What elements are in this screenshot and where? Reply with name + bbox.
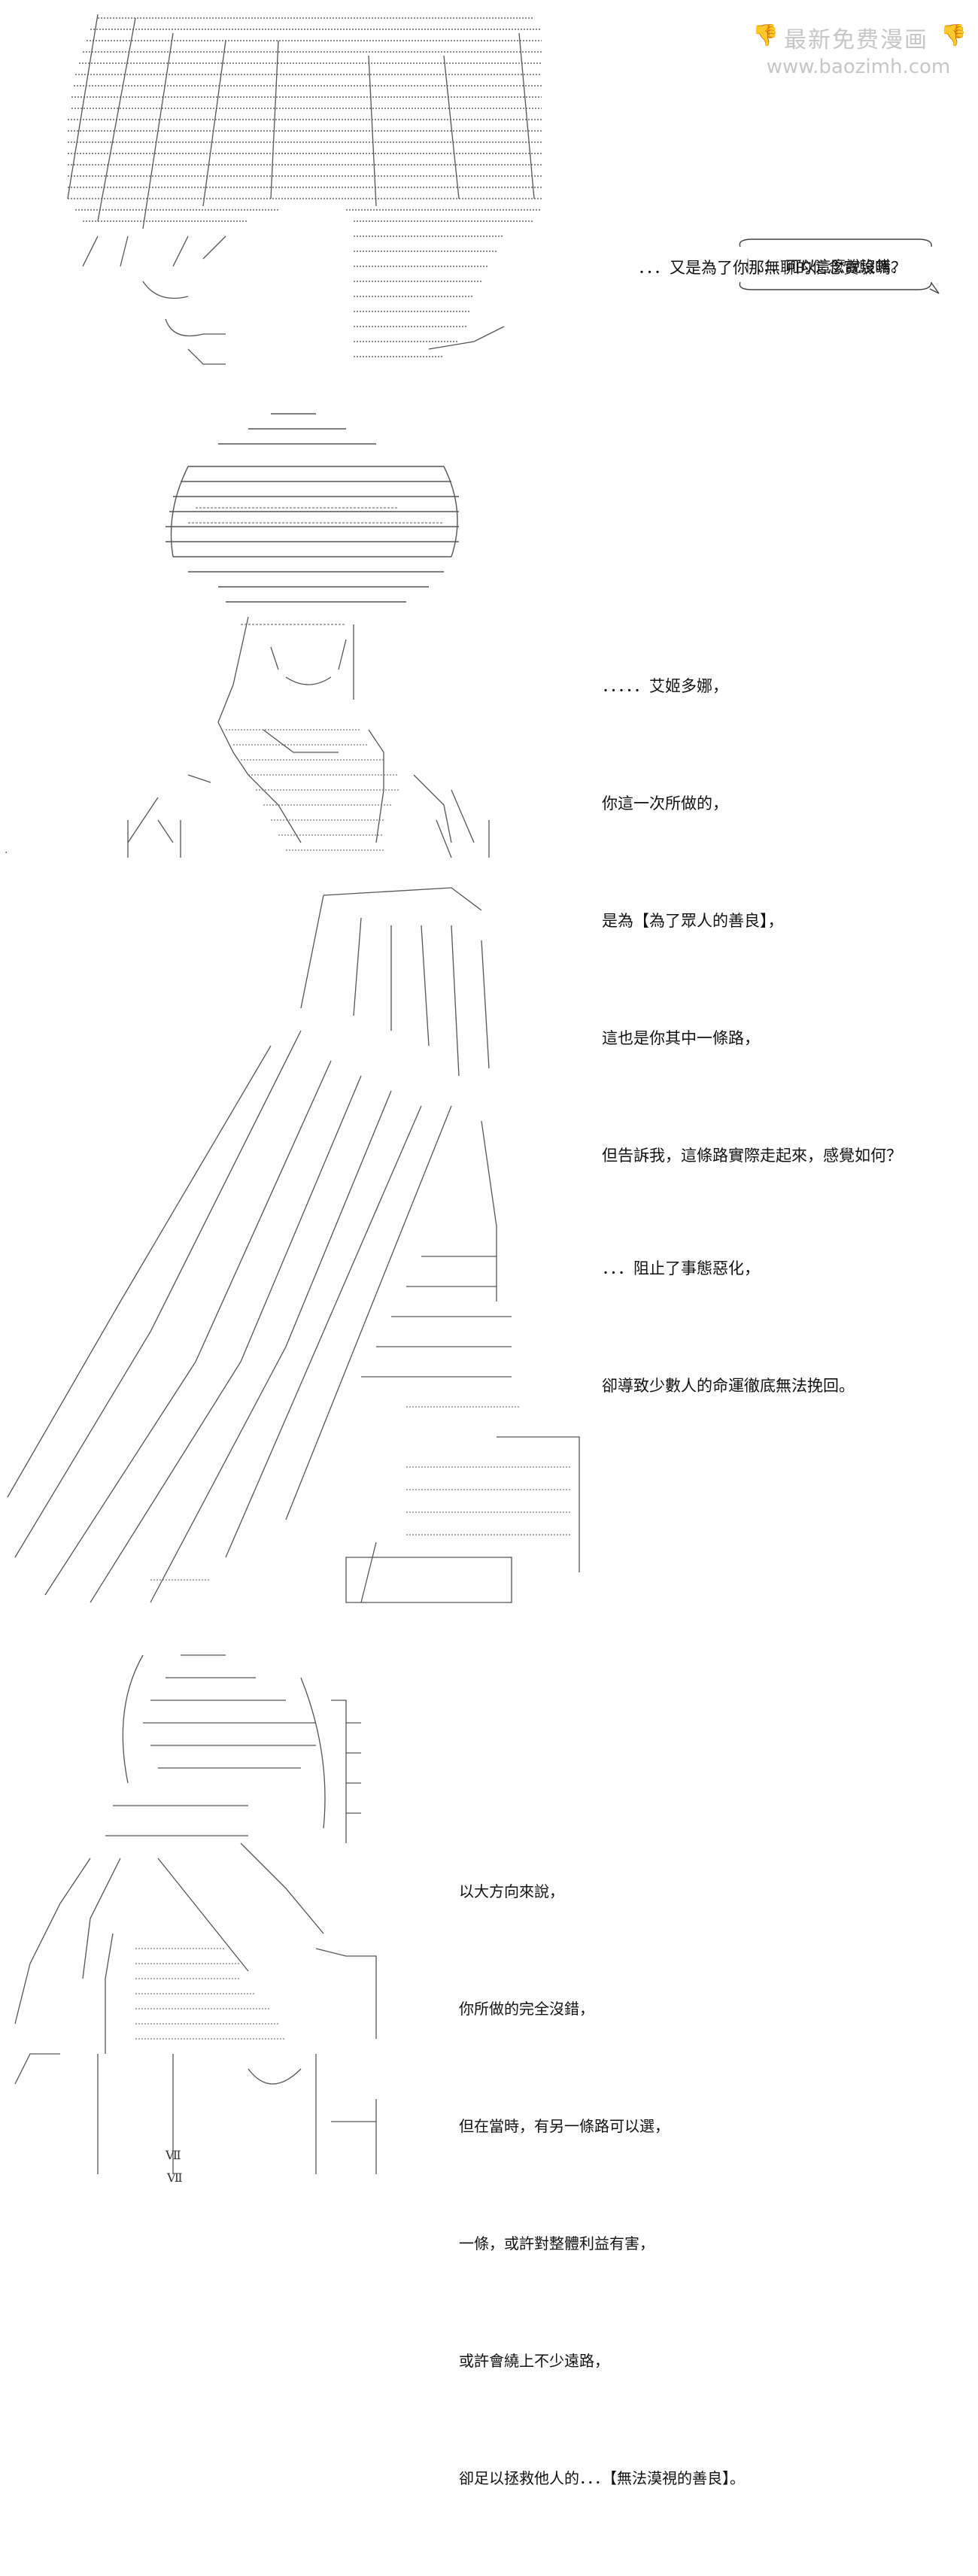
- ascii-art-character-3: [0, 880, 587, 1610]
- dialogue-line: ．．．阻止了事態惡化，: [602, 1259, 760, 1277]
- dialogue-line: 或許會繞上不少遠路，: [459, 2352, 609, 2370]
- watermark-url: www.baozimh.com: [766, 56, 951, 78]
- dialogue-line: ．．．．．艾姬多娜，: [602, 677, 728, 695]
- thumbs-down-icon: 👎: [752, 23, 779, 47]
- dialogue-line: 是為【為了眾人的善良】，: [602, 912, 784, 930]
- thumbs-down-icon: 👎: [940, 23, 967, 47]
- ascii-art-character-2: [98, 399, 594, 865]
- dialogue-block: ．．．阻止了事態惡化， 卻導致少數人的命運徹底無法挽回。: [602, 1171, 855, 1484]
- ascii-art-character-4: Ⅶ Ⅶ: [0, 1633, 421, 2189]
- watermark-title-row: 👎 最新免费漫画 👎: [752, 20, 967, 53]
- dialogue-line: 一條，或許對整體利益有害，: [459, 2234, 655, 2252]
- speech-bubble-outline: [739, 238, 940, 294]
- dialogue-block: 以大方向來說， 你所做的完全沒錯， 但在當時，有另一條路可以選， 一條，或許對整…: [459, 1794, 745, 2576]
- dialogue-line: 你所做的完全沒錯，: [459, 2000, 594, 2018]
- roman-numeral-mark: Ⅶ: [166, 2170, 183, 2185]
- dialogue-line: 卻足以拯救他人的．．．【無法漠視的善良】。: [459, 2469, 745, 2487]
- ascii-art-character-1: [53, 11, 549, 387]
- dialogue-line: 這也是你其中一條路，: [602, 1029, 760, 1047]
- dialogue-line: 卻導致少數人的命運徹底無法挽回。: [602, 1377, 855, 1395]
- dialogue-line: 但告訴我，這條路實際走起來，感覺如何？: [602, 1147, 902, 1165]
- roman-numeral-mark: Ⅶ: [165, 2148, 181, 2162]
- panel-1: ．．．又是為了你那無聊的信念實驗嗎？ ｜．．．可以這麼說沒錯。: [0, 0, 978, 391]
- dialogue-line: 以大方向來說，: [459, 1882, 564, 1900]
- bubble-text: ｜．．．可以這麼說沒錯。: [740, 257, 906, 275]
- panel-4: Ⅶ Ⅶ 以大方向來說， 你所做的完全沒錯， 但在當時，有另一條路可以選， 一條，…: [0, 1625, 978, 2487]
- speech-bubble: ｜．．．可以這麼說沒錯。: [730, 233, 978, 301]
- dialogue-line: ．．．又是為了你那無聊的信念實驗嗎？: [638, 259, 907, 277]
- panel-2: .: [0, 391, 978, 1165]
- panel-3: ．．．阻止了事態惡化， 卻導致少數人的命運徹底無法挽回。: [0, 873, 978, 1618]
- dialogue-block: ．．．．．艾姬多娜， 你這一次所做的， 是為【為了眾人的善良】， 這也是你其中一…: [602, 588, 902, 1253]
- dialogue-text: ．．．又是為了你那無聊的信念實驗嗎？: [638, 170, 907, 366]
- margin-mark: .: [5, 844, 8, 856]
- watermark: 👎 最新免费漫画 👎 www.baozimh.com: [752, 20, 967, 86]
- watermark-title: 最新免费漫画: [784, 27, 928, 53]
- dialogue-line: 但在當時，有另一條路可以選，: [459, 2117, 670, 2135]
- dialogue-line: 你這一次所做的，: [602, 794, 728, 813]
